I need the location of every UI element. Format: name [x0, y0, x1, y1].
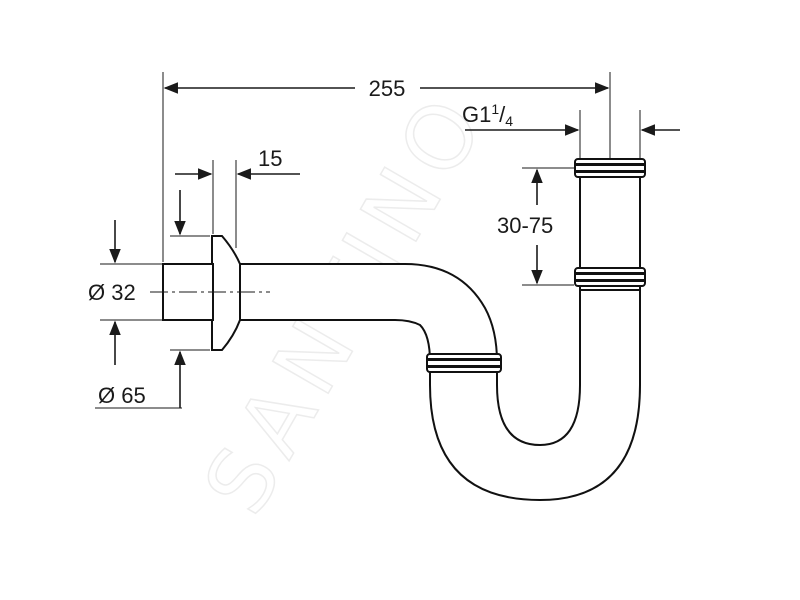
- dimension-overall-length: 255: [162, 72, 611, 262]
- siphon-body: [150, 158, 646, 502]
- dimension-thread: G11/4: [462, 101, 680, 158]
- dimension-inner-diameter: Ø 32: [88, 220, 162, 365]
- thread-label: G11/4: [462, 101, 513, 129]
- flange-depth-label: 15: [258, 146, 282, 171]
- trap-nut: [426, 353, 502, 373]
- adjust-range-label: 30-75: [497, 213, 553, 238]
- lower-nut: [574, 267, 646, 287]
- upper-nut: [574, 158, 646, 178]
- dimension-adjust-range: 30-75: [497, 167, 574, 286]
- wall-flange: [211, 235, 241, 351]
- dimension-flange-diameter: Ø 65: [95, 190, 210, 409]
- overall-length-label: 255: [369, 76, 406, 101]
- trap-tube: [231, 263, 641, 502]
- flange-diameter-label: Ø 65: [98, 383, 146, 408]
- dimension-flange-depth: 15: [175, 146, 300, 248]
- inner-diameter-label: Ø 32: [88, 280, 136, 305]
